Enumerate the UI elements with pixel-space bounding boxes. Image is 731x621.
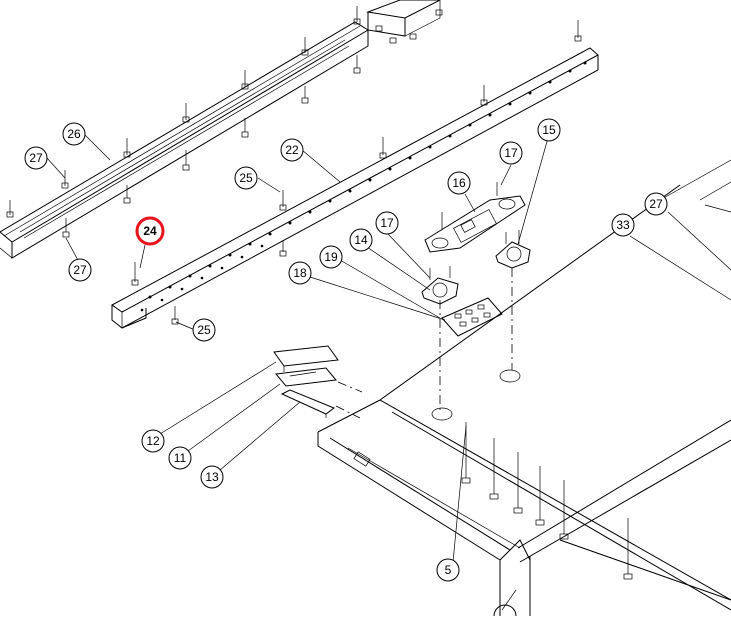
callout-25-lower-label: 25 <box>197 323 211 337</box>
callout-27-right[interactable]: 27 <box>644 192 668 216</box>
callout-18[interactable]: 18 <box>288 261 312 285</box>
insert-12 <box>273 345 339 372</box>
callout-15-label: 15 <box>542 123 556 137</box>
centre-lines <box>335 268 521 421</box>
callout-17-right-label: 17 <box>504 146 518 160</box>
long-rail <box>111 20 599 329</box>
callout-27-left[interactable]: 27 <box>24 146 48 170</box>
callout-22-label: 22 <box>285 143 299 157</box>
callout-13[interactable]: 13 <box>200 465 224 489</box>
leader-lines <box>46 133 731 611</box>
callout-27-left-label: 27 <box>29 151 43 165</box>
callout-15[interactable]: 15 <box>537 118 561 142</box>
callout-24-label: 24 <box>143 224 157 238</box>
callout-19[interactable]: 19 <box>319 245 343 269</box>
callout-14[interactable]: 14 <box>349 228 373 252</box>
callout-17-left-label: 17 <box>380 216 394 230</box>
plate-18 <box>441 297 503 337</box>
callout-22[interactable]: 22 <box>280 138 304 162</box>
top-bracket <box>366 0 443 44</box>
callout-27-lower[interactable]: 27 <box>68 258 92 282</box>
callout-12[interactable]: 12 <box>141 429 165 453</box>
callout-25-upper-label: 25 <box>239 171 253 185</box>
rail-holes <box>140 61 587 312</box>
mount-14 <box>421 266 459 305</box>
callout-16-label: 16 <box>452 176 466 190</box>
callout-13-label: 13 <box>205 470 219 484</box>
callout-5[interactable]: 5 <box>436 558 460 582</box>
callout-14-label: 14 <box>354 233 368 247</box>
callout-27-lower-label: 27 <box>73 263 87 277</box>
callout-5-label: 5 <box>445 563 452 577</box>
callout-26[interactable]: 26 <box>62 122 86 146</box>
callout-33-label: 33 <box>616 218 630 232</box>
callout-24-highlighted[interactable]: 24 <box>135 216 165 246</box>
callout-partial-bottom <box>493 604 517 617</box>
mount-15 <box>495 230 531 269</box>
plate-16 <box>424 182 526 253</box>
callout-11-label: 11 <box>174 451 187 465</box>
insert-13 <box>280 389 336 418</box>
upper-left-rail <box>0 6 369 259</box>
callout-11[interactable]: 11 <box>168 446 192 470</box>
lower-frame <box>317 159 731 616</box>
callout-12-label: 12 <box>146 434 160 448</box>
callout-27-right-label: 27 <box>649 197 663 211</box>
callout-17-left[interactable]: 17 <box>375 211 399 235</box>
callout-19-label: 19 <box>324 250 338 264</box>
insert-11 <box>275 367 337 387</box>
callout-17-right[interactable]: 17 <box>499 141 523 165</box>
callout-25-lower[interactable]: 25 <box>192 318 216 342</box>
callout-18-label: 18 <box>293 266 307 280</box>
callout-33[interactable]: 33 <box>611 213 635 237</box>
callout-25-upper[interactable]: 25 <box>234 166 258 190</box>
callout-26-label: 26 <box>67 127 81 141</box>
callout-16[interactable]: 16 <box>447 171 471 195</box>
